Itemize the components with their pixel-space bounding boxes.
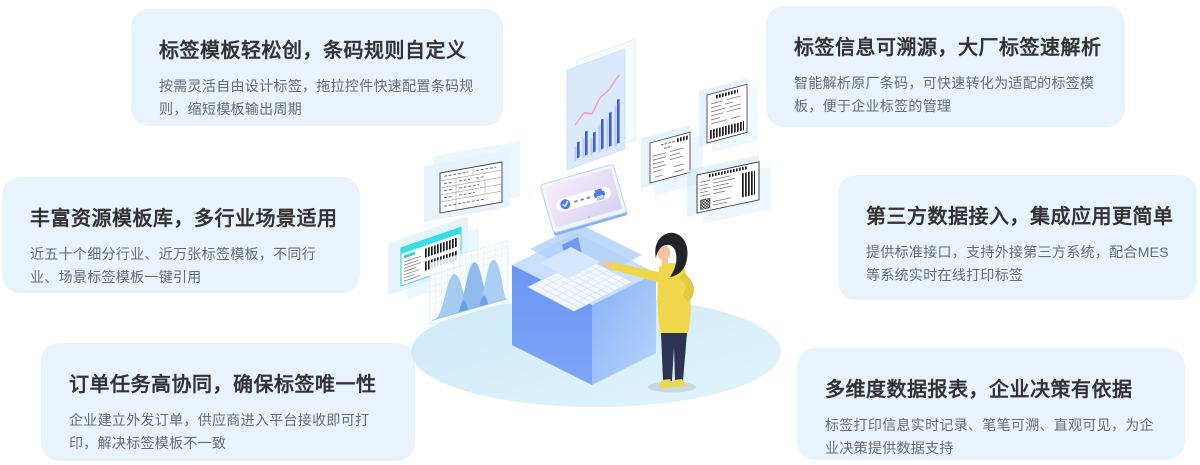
spec-table-label <box>424 140 520 222</box>
barcode-icon <box>710 121 744 140</box>
barcode-icon <box>708 165 748 178</box>
printer-icon <box>593 188 606 201</box>
sweater <box>657 263 691 335</box>
monitor-stand <box>540 237 600 278</box>
barcode-icon <box>741 170 755 198</box>
feature-card-template-library: 丰富资源模板库，多行业场景适用 近五十个细分行业、近万张标签模板，不同行业、场景… <box>2 177 360 293</box>
barcode-icon <box>425 237 458 258</box>
shoe <box>659 379 673 388</box>
cyan-barcode-label <box>388 215 479 300</box>
pointing-hand <box>603 260 612 269</box>
pants <box>661 333 687 381</box>
trend-line <box>574 74 620 126</box>
feature-description: 提供标准接口，支持外接第三方系统，配合MES等系统实时在线打印标签 <box>866 244 1169 283</box>
bar-chart-icon <box>566 38 636 171</box>
face <box>657 245 671 261</box>
woman-figure <box>603 232 696 393</box>
feature-card-data-reports: 多维度数据报表，企业决策有依据 标签打印信息实时记录、笔笔可溯、直观可见，为企业… <box>797 348 1185 460</box>
area-chart-icon <box>429 240 509 326</box>
feature-description: 近五十个细分行业、近万张标签模板，不同行业、场景标签模板一键引用 <box>30 246 316 285</box>
hair <box>655 232 688 277</box>
pointing-arm <box>610 262 663 283</box>
wide-qr-label <box>687 154 771 224</box>
feature-title: 多维度数据报表，企业决策有依据 <box>825 379 1133 401</box>
printing-illustration <box>388 38 781 407</box>
feature-title: 第三方数据接入，集成应用更简单 <box>866 206 1174 228</box>
feature-card-data-integration: 第三方数据接入，集成应用更简单 提供标准接口，支持外接第三方系统，配合MES等系… <box>838 175 1197 300</box>
barcode-icon <box>716 89 738 99</box>
feature-card-label-trace: 标签信息可溯源，大厂标签速解析 智能解析原厂条码，可快速转化为适配的标签模板，便… <box>766 6 1125 127</box>
qr-code-icon <box>700 197 711 211</box>
feature-description: 智能解析原厂条码，可快速转化为适配的标签模板，便于企业标签的管理 <box>794 75 1095 114</box>
keyboard <box>527 257 633 312</box>
feature-description: 企业建立外发订单，供应商进入平台接收即可打印，解决标签模板不一致 <box>69 412 370 451</box>
chart-bars <box>574 98 620 162</box>
feature-card-order-collaboration: 订单任务高协同，确保标签唯一性 企业建立外发订单，供应商进入平台接收即可打印，解… <box>41 343 415 461</box>
feature-description: 标签打印信息实时记录、笔笔可溯、直观可见，为企业决策提供数据支持 <box>825 417 1154 456</box>
monitor <box>540 164 628 236</box>
feature-title: 订单任务高协同，确保标签唯一性 <box>69 374 377 396</box>
feature-title: 标签信息可溯源，大厂标签速解析 <box>794 37 1102 59</box>
check-circle-icon <box>560 199 571 210</box>
shoe <box>672 379 686 387</box>
feature-title: 标签模板轻松创，条码规则自定义 <box>159 40 467 62</box>
feature-title: 丰富资源模板库，多行业场景适用 <box>30 208 338 230</box>
akimbo-arm <box>679 273 695 302</box>
feature-description: 按需灵活自由设计标签，拖拉控件快速配置条码规则，缩短模板输出周期 <box>159 78 474 117</box>
barcode-icon <box>677 135 688 143</box>
feature-card-template-design: 标签模板轻松创，条码规则自定义 按需灵活自由设计标签，拖拉控件快速配置条码规则，… <box>131 9 503 126</box>
tall-barcode-label <box>699 78 758 153</box>
